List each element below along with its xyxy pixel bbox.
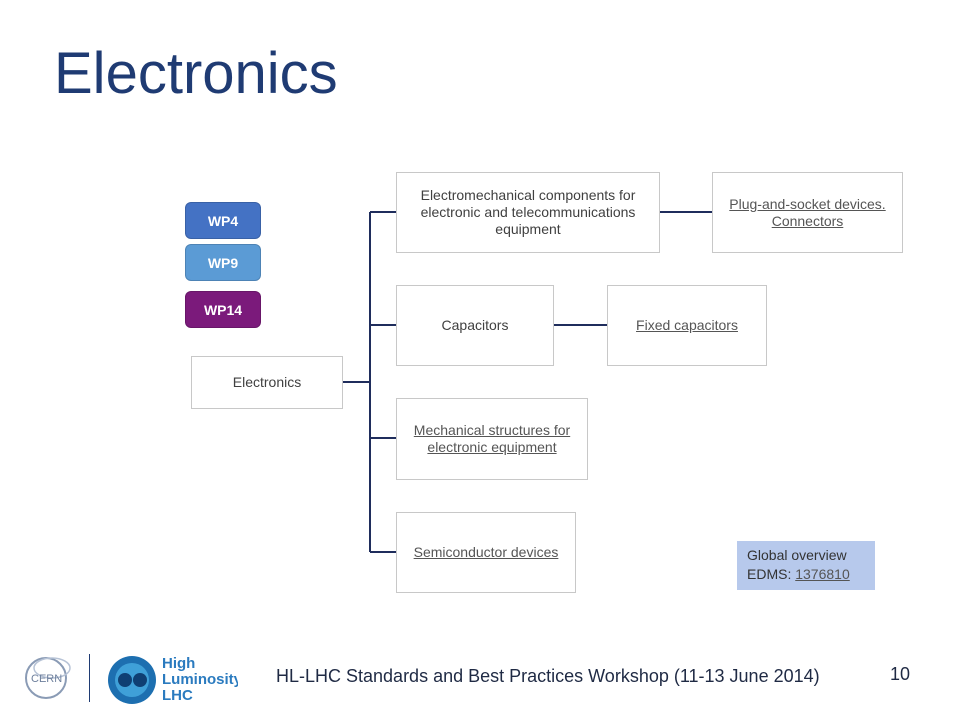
edms-link[interactable]: 1376810	[795, 566, 850, 582]
svg-text:CERN: CERN	[31, 673, 62, 685]
tree-node-plug-socket[interactable]: Plug-and-socket devices. Connectors	[712, 172, 903, 253]
svg-text:Luminosity: Luminosity	[162, 671, 238, 688]
overview-edms: EDMS: 1376810	[747, 566, 850, 582]
page-title: Electronics	[54, 41, 338, 106]
page-number: 10	[890, 664, 911, 684]
semiconductor-link[interactable]: Semiconductor devices	[413, 544, 559, 560]
tree-node-semiconductor[interactable]: Semiconductor devices	[396, 512, 576, 593]
plug-socket-link[interactable]: Plug-and-socket devices. Connectors	[729, 195, 886, 229]
svg-text:High: High	[162, 655, 195, 672]
tree-root-electronics: Electronics	[191, 356, 343, 409]
mechanical-structures-link[interactable]: Mechanical structures for electronic equ…	[413, 422, 571, 455]
tree-node-mechanical-structures[interactable]: Mechanical structures for electronic equ…	[396, 398, 588, 480]
wp14-badge[interactable]: WP14	[185, 291, 261, 328]
wp9-badge[interactable]: WP9	[185, 244, 261, 281]
wp4-badge[interactable]: WP4	[185, 202, 261, 239]
svg-text:LHC: LHC	[162, 687, 193, 704]
overview-title: Global overview	[747, 547, 847, 563]
footer-text: HL-LHC Standards and Best Practices Work…	[276, 666, 820, 686]
tree-node-electromechanical: Electromechanical components for electro…	[396, 172, 660, 253]
hl-lhc-logo: High Luminosity LHC	[108, 655, 238, 704]
global-overview-box: Global overview EDMS: 1376810	[737, 541, 875, 590]
tree-node-fixed-capacitors[interactable]: Fixed capacitors	[607, 285, 767, 366]
logo-divider	[89, 654, 90, 702]
fixed-capacitors-link[interactable]: Fixed capacitors	[636, 317, 738, 333]
tree-node-capacitors: Capacitors	[396, 285, 554, 366]
cern-logo: CERN	[25, 657, 71, 699]
